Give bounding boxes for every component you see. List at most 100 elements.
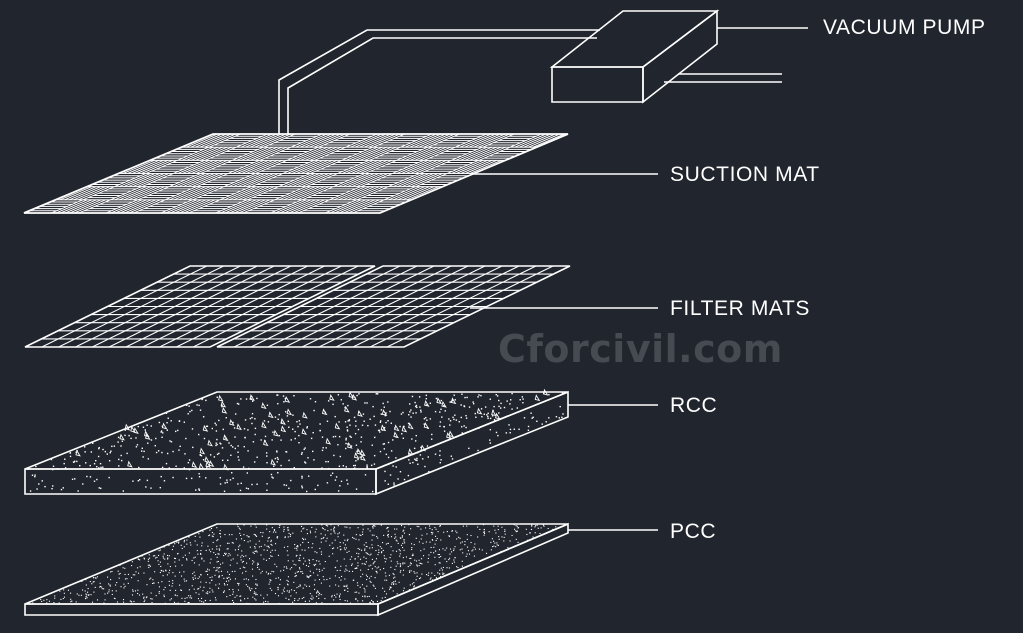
sand-dot [261,535,263,537]
sand-dot [430,546,432,549]
sand-dot [398,549,400,551]
aggregate-chip [207,439,213,447]
sand-dot [329,577,331,579]
sand-dot [90,594,92,596]
sand-dot [367,568,369,571]
sand-dot [255,535,257,537]
aggregate-dot [483,413,486,415]
aggregate-dot [301,477,303,479]
aggregate-dot [155,451,158,454]
aggregate-dot [216,396,218,398]
aggregate-chip [348,391,354,399]
aggregate-dot [303,448,305,451]
weave-line [131,159,164,174]
sand-dot [442,573,444,576]
sand-dot [428,572,430,574]
sand-dot [256,551,258,553]
sand-dot [295,575,297,577]
sand-dot [483,531,485,533]
weave-line [186,146,219,161]
sand-dot [169,599,171,601]
sand-dot [379,569,381,571]
sand-dot [555,526,557,528]
aggregate-dot [143,450,145,453]
weave-line [528,134,561,148]
aggregate-dot [558,417,561,419]
sand-dot [188,552,190,554]
aggregate-dot [416,406,418,409]
sand-dot [410,557,412,560]
sand-dot [197,553,199,555]
sand-dot [390,546,392,548]
sand-dot [154,555,156,557]
aggregate-dot [314,488,316,491]
aggregate-dot [498,399,500,402]
sand-dot [403,529,405,531]
sand-dot [324,561,326,563]
sand-dot [399,553,401,555]
sand-dot [174,543,176,545]
sand-dot [517,527,519,529]
weave-line [342,186,375,201]
aggregate-dot [449,401,451,403]
sand-dot [470,541,472,544]
sand-dot [440,567,442,569]
sand-dot [474,543,476,545]
aggregate-dot [285,484,288,487]
sand-dot [430,577,432,579]
sand-dot [183,546,185,548]
aggregate-dot [346,429,349,431]
aggregate-dot [359,456,361,458]
weave-line [351,173,384,188]
sand-dot [237,589,240,591]
aggregate-dot [454,399,456,401]
weave-line [392,173,425,188]
sand-dot [232,591,234,593]
sand-dot [186,539,188,541]
sand-dot [322,576,324,578]
aggregate-dot [230,444,232,447]
sand-dot [186,597,188,599]
sand-dot [402,569,405,571]
sand-dot [421,563,423,565]
aggregate-dot [536,420,538,422]
aggregate-dot [298,420,301,422]
sand-dot [380,600,382,602]
sand-dot [280,570,282,572]
sand-dot [492,540,495,542]
sand-dot [402,563,404,565]
aggregate-dot [509,432,511,434]
aggregate-dot [425,394,428,397]
aggregate-dot [198,473,200,475]
sand-dot [316,595,318,597]
aggregate-dot [301,451,303,454]
aggregate-dot [548,417,550,419]
sand-dot [288,591,290,593]
sand-dot [294,543,296,546]
sand-dot [365,552,367,554]
sand-dot [218,567,220,569]
sand-dot [304,560,306,562]
sand-dot [534,526,536,528]
sand-dot [245,584,247,586]
sand-dot [188,601,190,604]
aggregate-dot [74,478,76,480]
sand-dot [286,579,288,581]
aggregate-dot [140,450,143,452]
sand-dot [370,581,372,583]
sand-dot [304,584,306,586]
sand-dot [422,555,425,557]
sand-dot [488,531,490,533]
aggregate-dot [378,429,381,432]
sand-dot [184,597,186,599]
aggregate-dot [408,459,410,461]
sand-dot [331,595,333,597]
aggregate-dot [230,454,232,456]
aggregate-dot [221,404,223,406]
sand-dot [266,528,268,530]
sand-dot [218,571,220,573]
aggregate-dot [273,465,275,467]
aggregate-dot [426,419,428,421]
sand-dot [392,577,395,579]
sand-dot [275,577,277,579]
